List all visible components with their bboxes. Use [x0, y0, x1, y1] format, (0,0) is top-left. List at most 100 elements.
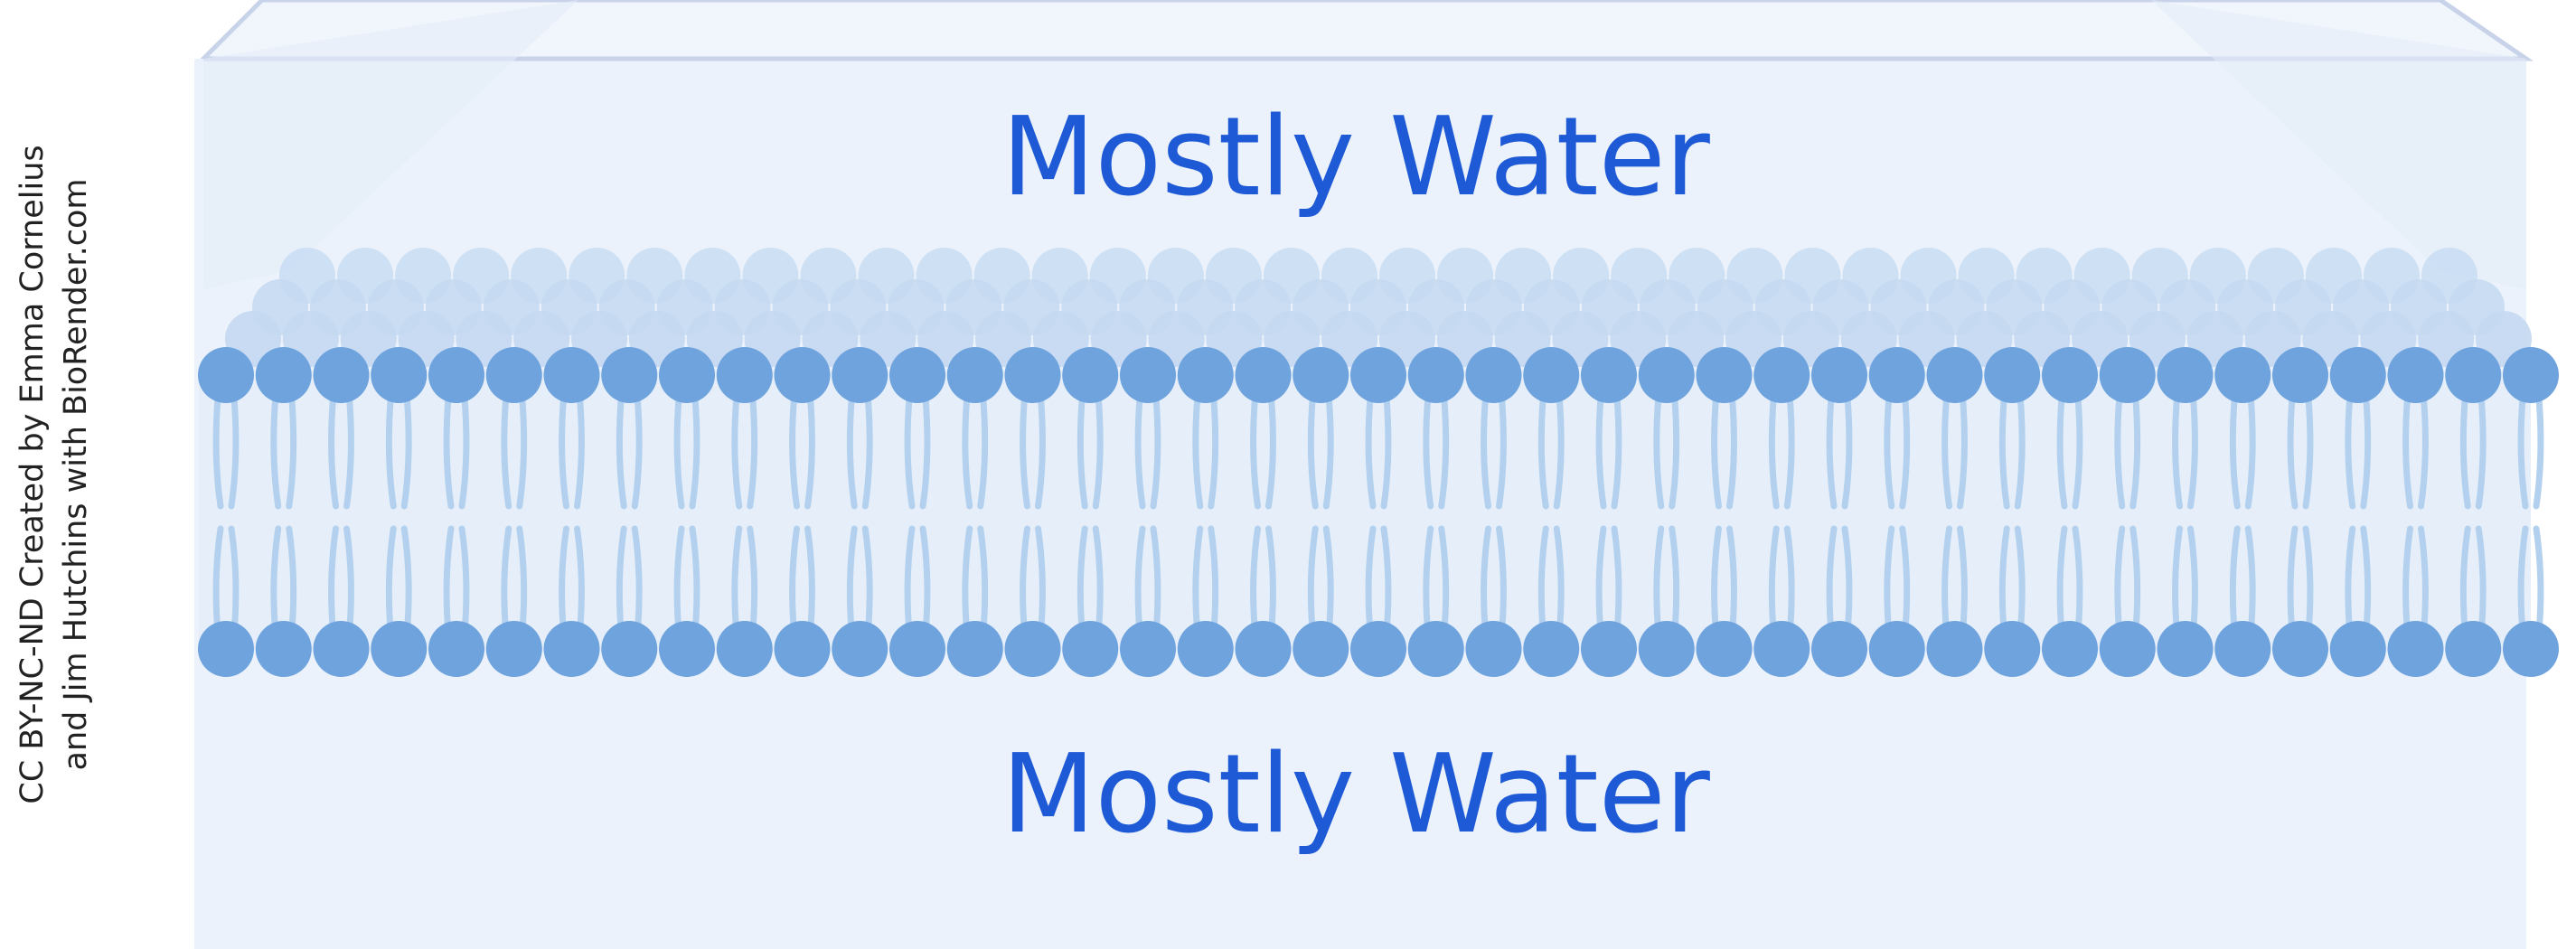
upper-head — [1638, 347, 1695, 403]
lipid-tail-lower — [977, 525, 989, 636]
lipid-tail-lower — [1711, 525, 1722, 636]
upper-head — [2329, 347, 2386, 403]
lower-head — [2272, 621, 2328, 677]
lipid-tail-upper — [2418, 394, 2429, 510]
upper-head — [313, 347, 370, 403]
lipid-tail-upper — [789, 394, 800, 510]
upper-head — [601, 347, 658, 403]
lipid-tail-upper — [2244, 394, 2256, 510]
lipid-tail-upper — [631, 394, 643, 510]
lipid-tail-lower — [1537, 525, 1549, 636]
lipid-tail-upper — [1553, 394, 1565, 510]
credit-line-2: and Jim Hutchins with BioRender.com — [58, 178, 94, 771]
lipid-tail-lower — [458, 525, 470, 636]
lipid-tail-upper — [1208, 394, 1219, 510]
lipid-tail-lower — [1553, 525, 1565, 636]
lipid-tail-upper — [501, 394, 512, 510]
upper-head — [946, 347, 1003, 403]
lipid-tail-upper — [2360, 394, 2372, 510]
upper-head — [428, 347, 484, 403]
lipid-tail-lower — [2360, 525, 2372, 636]
lipid-tail-lower — [1192, 525, 1204, 636]
lipid-tail-lower — [2229, 525, 2241, 636]
lipid-tail-lower — [1841, 525, 1853, 636]
lipid-tail-upper — [1423, 394, 1434, 510]
top-region-label: Mostly Water — [1001, 95, 1710, 221]
upper-head — [2272, 347, 2328, 403]
upper-head — [1811, 347, 1867, 403]
upper-head — [659, 347, 715, 403]
lipid-tail-lower — [846, 525, 858, 636]
lipid-tail-upper — [919, 394, 931, 510]
lipid-tail-upper — [2459, 394, 2471, 510]
lower-head — [2329, 621, 2386, 677]
lipid-tail-lower — [1423, 525, 1434, 636]
lipid-tail-upper — [1365, 394, 1377, 510]
lower-head — [2503, 621, 2559, 677]
lipid-tail-lower — [1365, 525, 1377, 636]
upper-head — [716, 347, 773, 403]
credit-block: CC BY-NC-ND Created by Emma Cornelius an… — [9, 113, 99, 836]
upper-head — [832, 347, 888, 403]
back-wall-left — [203, 0, 578, 289]
lipid-tail-upper — [2129, 394, 2141, 510]
lower-head — [2445, 621, 2502, 677]
lipid-tail-lower — [962, 525, 973, 636]
lipid-tail-lower — [1884, 525, 1895, 636]
lipid-tail-upper — [731, 394, 743, 510]
lipid-tail-lower — [2187, 525, 2198, 636]
lipid-tail-lower — [1020, 525, 1030, 636]
lipid-tail-lower — [443, 525, 455, 636]
lipid-tail-upper — [2014, 394, 2026, 510]
lower-head — [1177, 621, 1234, 677]
lipid-tail-lower — [2475, 525, 2487, 636]
lipid-tail-upper — [2533, 394, 2544, 510]
lower-head — [774, 621, 831, 677]
lipid-tail-upper — [2287, 394, 2299, 510]
lipid-tail-upper — [443, 394, 455, 510]
lipid-tail-upper — [228, 394, 240, 510]
lipid-tail-upper — [1150, 394, 1161, 510]
lipid-tail-lower — [1826, 525, 1838, 636]
lipid-tail-lower — [1726, 525, 1737, 636]
lipid-tail-lower — [2014, 525, 2026, 636]
lower-head — [716, 621, 773, 677]
lipid-tail-upper — [328, 394, 339, 510]
lipid-tail-upper — [689, 394, 700, 510]
lipid-tail-lower — [516, 525, 528, 636]
lower-head — [543, 621, 600, 677]
lipid-tail-lower — [673, 525, 685, 636]
lipid-tail-lower — [1957, 525, 1968, 636]
lipid-tail-upper — [1711, 394, 1722, 510]
lipid-tail-upper — [846, 394, 858, 510]
lipid-tail-upper — [1726, 394, 1737, 510]
lipid-tail-lower — [1092, 525, 1104, 636]
lipid-tail-upper — [977, 394, 989, 510]
upper-head — [889, 347, 945, 403]
lipid-tail-upper — [2172, 394, 2183, 510]
bilayer-band — [199, 371, 2531, 651]
upper-head — [1120, 347, 1176, 403]
lipid-tail-lower — [2302, 525, 2314, 636]
upper-head — [1581, 347, 1637, 403]
lipid-tail-upper — [516, 394, 528, 510]
upper-head — [1350, 347, 1406, 403]
lipid-tail-lower — [1768, 525, 1780, 636]
lipid-tail-lower — [747, 525, 758, 636]
lipid-tail-lower — [328, 525, 339, 636]
lipid-tail-lower — [286, 525, 297, 636]
lipid-tail-lower — [574, 525, 585, 636]
lipid-tail-upper — [2229, 394, 2241, 510]
lipid-tail-lower — [2345, 525, 2356, 636]
upper-head — [2214, 347, 2271, 403]
lipid-tail-upper — [1134, 394, 1146, 510]
lower-head — [1638, 621, 1695, 677]
lipid-tail-lower — [2418, 525, 2429, 636]
lipid-tail-upper — [385, 394, 397, 510]
lower-head — [1581, 621, 1637, 677]
credit-line-1: CC BY-NC-ND Created by Emma Cornelius — [14, 145, 51, 804]
lipid-tail-lower — [2287, 525, 2299, 636]
lipid-tail-lower — [1322, 525, 1334, 636]
lipid-tail-lower — [385, 525, 397, 636]
